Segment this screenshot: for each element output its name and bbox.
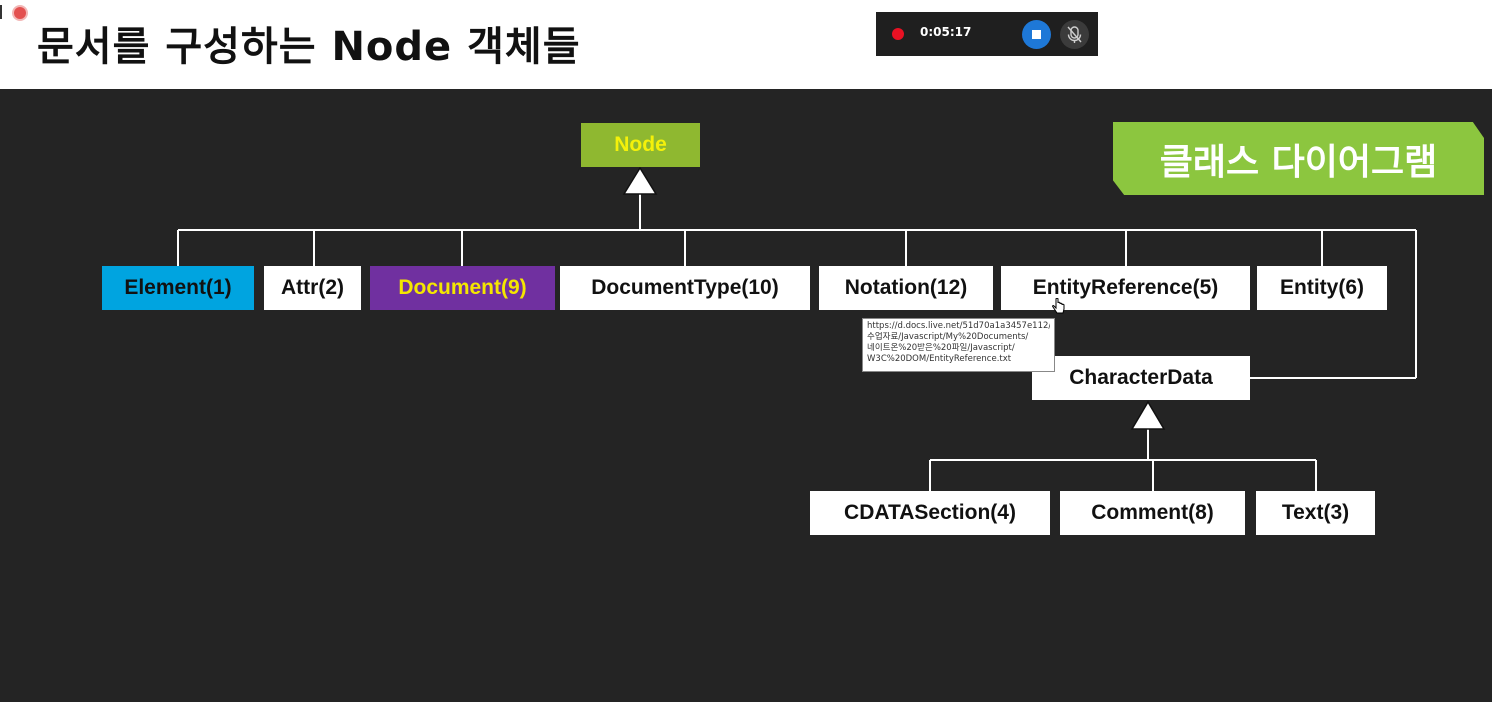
notation-class-box: Notation(12) xyxy=(819,266,993,310)
document-class-box: Document(9) xyxy=(370,266,555,310)
tooltip-line: 수업자료/Javascript/My%20Documents/ xyxy=(867,332,1029,342)
stop-icon xyxy=(1032,30,1041,39)
entityreference-class-box[interactable]: EntityReference(5) xyxy=(1001,266,1250,310)
node-class-box: Node xyxy=(581,123,700,167)
window-edge-marker xyxy=(0,5,2,19)
text-class-box: Text(3) xyxy=(1256,491,1375,535)
tooltip-line: 네이트온%20받은%20파일/Javascript/ xyxy=(867,343,1015,353)
microphone-muted-icon xyxy=(1067,26,1082,43)
hyperlink-tooltip: https://d.docs.live.net/51d70a1a3457e112… xyxy=(862,318,1055,372)
recording-dot-icon xyxy=(892,28,904,40)
slide-header: 문서를 구성하는 Node 객체들 0:05:17 xyxy=(0,0,1492,89)
cdatasection-class-box: CDATASection(4) xyxy=(810,491,1050,535)
recording-timer: 0:05:17 xyxy=(920,25,972,39)
element-class-box: Element(1) xyxy=(102,266,254,310)
inheritance-arrow-characterdata xyxy=(1130,400,1166,430)
slide-title: 문서를 구성하는 Node 객체들 xyxy=(37,24,581,70)
hand-pointer-cursor-icon xyxy=(1052,298,1065,314)
documenttype-class-box: DocumentType(10) xyxy=(560,266,810,310)
mute-microphone-button[interactable] xyxy=(1060,20,1089,49)
entity-class-box: Entity(6) xyxy=(1257,266,1387,310)
tooltip-line: https://d.docs.live.net/51d70a1a3457e112… xyxy=(867,321,1050,331)
stop-recording-button[interactable] xyxy=(1022,20,1051,49)
tooltip-line: W3C%20DOM/EntityReference.txt xyxy=(867,354,1012,364)
characterdata-class-box: CharacterData xyxy=(1032,356,1250,400)
inheritance-arrow-node xyxy=(622,166,658,195)
attr-class-box: Attr(2) xyxy=(264,266,361,310)
recording-toolbar: 0:05:17 xyxy=(876,12,1098,56)
class-diagram-badge: 클래스 다이어그램 xyxy=(1113,122,1484,195)
comment-class-box: Comment(8) xyxy=(1060,491,1245,535)
record-indicator-icon xyxy=(14,7,26,19)
